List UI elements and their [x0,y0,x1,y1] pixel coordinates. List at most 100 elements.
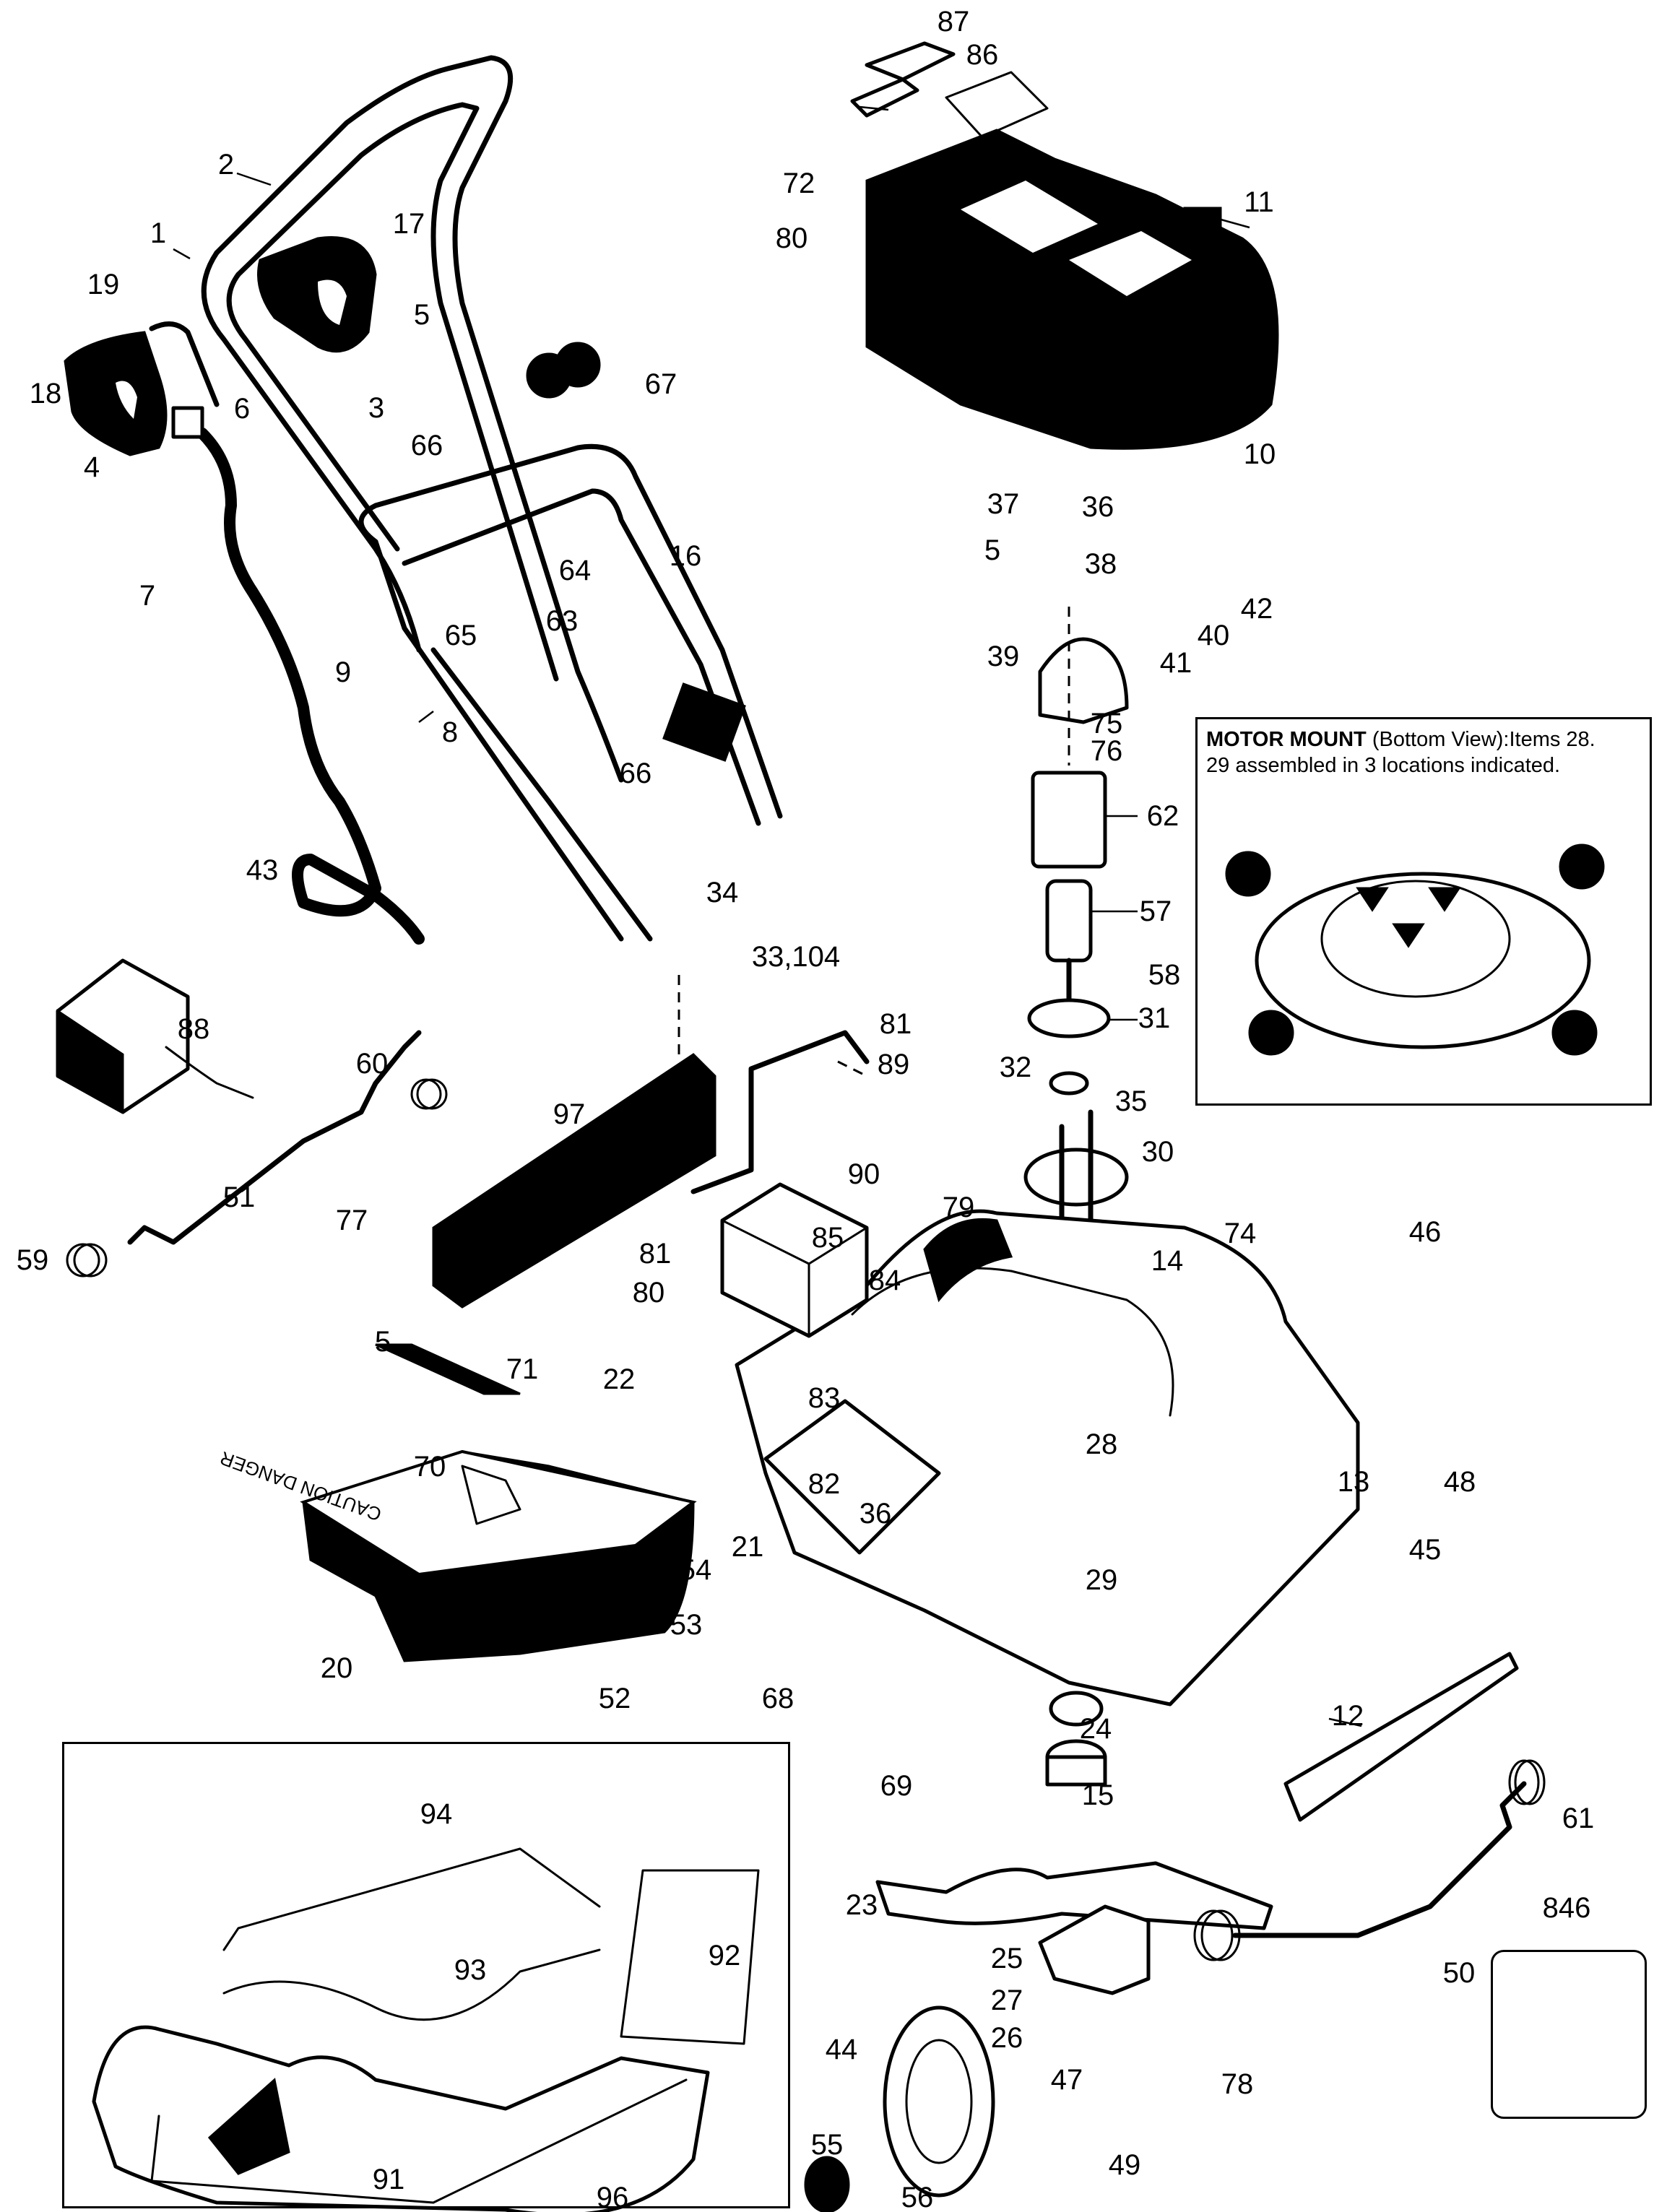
callout-part-10[interactable]: 10 [1243,438,1276,470]
callout-part-82[interactable]: 82 [807,1468,841,1500]
callout-part-46[interactable]: 46 [1408,1216,1442,1248]
callout-part-90[interactable]: 90 [847,1158,880,1190]
callout-part-66[interactable]: 66 [410,430,443,461]
callout-part-1[interactable]: 1 [150,217,167,249]
callout-part-71[interactable]: 71 [506,1353,539,1385]
callout-part-97[interactable]: 97 [553,1098,586,1130]
callout-part-22[interactable]: 22 [602,1363,636,1395]
callout-part-32[interactable]: 32 [999,1051,1032,1083]
callout-part-80[interactable]: 80 [632,1277,665,1309]
callout-part-51[interactable]: 51 [222,1181,256,1213]
callout-part-96[interactable]: 96 [596,2182,629,2212]
callout-part-20[interactable]: 20 [320,1652,353,1684]
callout-part-81[interactable]: 81 [638,1238,672,1270]
callout-part-19[interactable]: 19 [87,269,120,300]
callout-part-59[interactable]: 59 [16,1244,49,1276]
callout-part-27[interactable]: 27 [990,1985,1023,2016]
callout-part-57[interactable]: 57 [1139,895,1172,927]
callout-part-64[interactable]: 64 [558,555,592,586]
callout-part-68[interactable]: 68 [761,1683,794,1714]
callout-part-62[interactable]: 62 [1146,800,1179,832]
callout-part-13[interactable]: 13 [1337,1466,1370,1498]
callout-part-58[interactable]: 58 [1148,959,1181,991]
callout-part-36[interactable]: 36 [1081,491,1114,523]
callout-part-89[interactable]: 89 [877,1049,910,1080]
callout-part-7[interactable]: 7 [139,580,156,612]
callout-part-23[interactable]: 23 [845,1889,878,1921]
callout-part-87[interactable]: 87 [937,6,970,38]
callout-part-77[interactable]: 77 [335,1205,368,1236]
callout-part-61[interactable]: 61 [1562,1803,1595,1834]
callout-part-69[interactable]: 69 [880,1770,913,1802]
callout-part-81[interactable]: 81 [879,1008,912,1040]
callout-part-70[interactable]: 70 [413,1451,446,1483]
callout-part-33-104[interactable]: 33,104 [751,941,841,973]
callout-part-91[interactable]: 91 [372,2164,405,2195]
callout-part-9[interactable]: 9 [334,656,352,688]
callout-part-49[interactable]: 49 [1108,2149,1141,2181]
callout-part-74[interactable]: 74 [1224,1218,1257,1249]
callout-part-94[interactable]: 94 [420,1798,453,1830]
callout-part-24[interactable]: 24 [1079,1713,1112,1745]
callout-part-65[interactable]: 65 [444,620,477,651]
callout-part-40[interactable]: 40 [1197,620,1230,651]
callout-part-29[interactable]: 29 [1085,1564,1118,1596]
callout-part-83[interactable]: 83 [807,1382,841,1414]
callout-part-37[interactable]: 37 [987,488,1020,520]
callout-part-42[interactable]: 42 [1240,593,1273,625]
callout-part-5[interactable]: 5 [984,534,1001,566]
callout-part-88[interactable]: 88 [177,1013,210,1045]
callout-part-28[interactable]: 28 [1085,1428,1118,1460]
callout-part-79[interactable]: 79 [942,1192,975,1223]
callout-part-30[interactable]: 30 [1141,1136,1174,1168]
callout-part-5[interactable]: 5 [374,1326,391,1358]
callout-part-48[interactable]: 48 [1443,1466,1476,1498]
callout-part-50[interactable]: 50 [1442,1957,1476,1989]
callout-part-17[interactable]: 17 [392,208,425,240]
callout-part-78[interactable]: 78 [1221,2068,1254,2100]
callout-part-31[interactable]: 31 [1138,1002,1171,1034]
callout-part-846[interactable]: 846 [1542,1892,1591,1924]
callout-part-6[interactable]: 6 [233,393,251,425]
callout-part-75[interactable]: 75 [1090,708,1123,739]
callout-part-56[interactable]: 56 [901,2182,934,2212]
callout-part-52[interactable]: 52 [598,1683,631,1714]
callout-part-2[interactable]: 2 [217,149,235,181]
callout-part-86[interactable]: 86 [966,39,999,71]
callout-part-8[interactable]: 8 [441,716,459,748]
callout-part-85[interactable]: 85 [811,1222,844,1254]
callout-part-36[interactable]: 36 [859,1498,892,1530]
callout-part-67[interactable]: 67 [644,368,677,400]
callout-part-25[interactable]: 25 [990,1943,1023,1974]
callout-part-15[interactable]: 15 [1081,1779,1114,1811]
callout-part-72[interactable]: 72 [782,168,815,199]
callout-part-14[interactable]: 14 [1151,1245,1184,1277]
callout-part-54[interactable]: 54 [679,1554,712,1586]
callout-part-66[interactable]: 66 [619,758,652,789]
callout-part-80[interactable]: 80 [775,222,808,254]
callout-part-26[interactable]: 26 [990,2022,1023,2054]
callout-part-55[interactable]: 55 [810,2129,844,2161]
callout-part-39[interactable]: 39 [987,641,1020,672]
callout-part-11[interactable]: 11 [1244,186,1274,218]
callout-part-5[interactable]: 5 [413,299,430,331]
callout-part-38[interactable]: 38 [1084,548,1117,580]
callout-part-60[interactable]: 60 [355,1048,389,1080]
callout-part-18[interactable]: 18 [29,378,62,409]
callout-part-35[interactable]: 35 [1114,1085,1148,1117]
callout-part-92[interactable]: 92 [708,1940,741,1972]
callout-part-47[interactable]: 47 [1050,2064,1083,2096]
callout-part-41[interactable]: 41 [1159,647,1192,679]
callout-part-12[interactable]: 12 [1331,1700,1364,1732]
callout-part-53[interactable]: 53 [670,1609,703,1641]
callout-part-16[interactable]: 16 [669,540,702,572]
callout-part-21[interactable]: 21 [731,1531,764,1563]
callout-part-93[interactable]: 93 [454,1954,487,1986]
callout-part-84[interactable]: 84 [868,1265,901,1296]
callout-part-45[interactable]: 45 [1408,1534,1442,1566]
callout-part-63[interactable]: 63 [545,605,579,637]
callout-part-3[interactable]: 3 [368,392,385,424]
callout-part-44[interactable]: 44 [825,2034,858,2065]
callout-part-76[interactable]: 76 [1090,735,1123,767]
callout-part-34[interactable]: 34 [706,877,739,908]
